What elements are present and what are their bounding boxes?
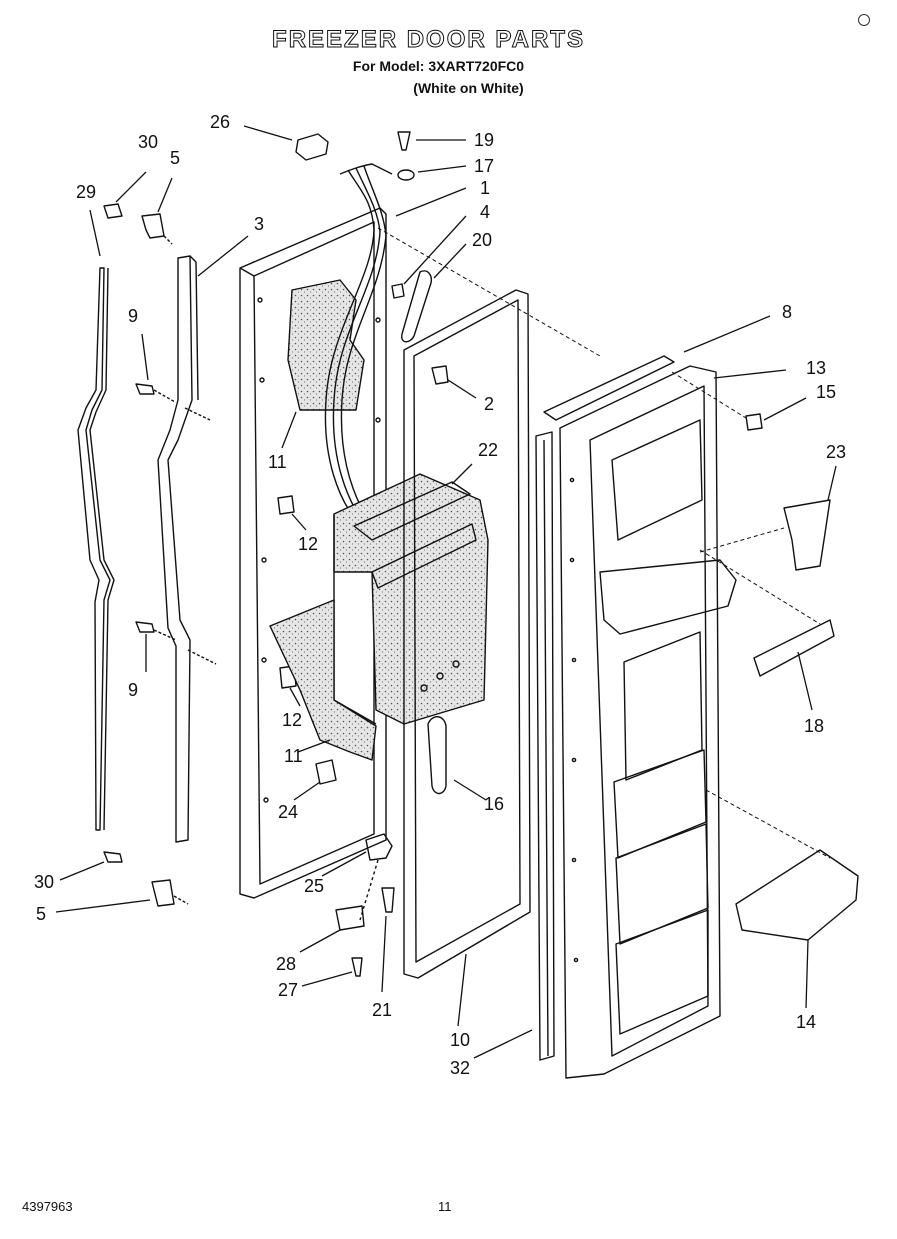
connector-part [295,133,329,161]
page-title: FREEZER DOOR PARTS [272,26,585,54]
callout-label: 11 [284,746,303,766]
callout-label: 16 [484,794,505,814]
callout-label: 15 [816,382,837,402]
callout-label: 11 [268,452,287,472]
model-line: For Model: 3XART720FC0 [352,58,525,74]
tube-16 [427,716,447,795]
callout-label: 29 [76,182,97,202]
hinge-cap-bottom [103,851,189,907]
door-trim-part [157,255,217,843]
page-number: 11 [438,1199,452,1214]
callout-label: 20 [472,230,493,250]
callout-label: 27 [278,980,299,1000]
screw-27 [351,957,363,977]
callout-label: 12 [298,534,319,554]
callout-label: 14 [796,1012,817,1032]
variant-line: (White on White) [413,80,524,96]
callout-label: 10 [450,1030,471,1050]
callout-label: 4 [480,202,491,222]
callout-label: 32 [450,1058,471,1078]
screw-9-top [135,383,176,403]
callout-label: 3 [254,214,265,234]
screw-9-bottom [135,621,177,641]
screw-21 [381,887,395,913]
ring-terminal-17 [397,169,415,181]
dispenser-housing [333,473,489,725]
corner-hole-mark [858,14,870,26]
wire-harness [324,163,393,521]
clip-2 [431,365,449,385]
clip-12-top [277,495,295,515]
fastener-4 [391,283,405,299]
callout-label: 23 [826,442,847,462]
callout-label: 9 [128,680,139,700]
callout-label: 2 [484,394,495,414]
callout-label: 21 [372,1000,393,1020]
callout-label: 5 [36,904,47,924]
shelf-bin-14 [735,849,859,941]
hinge-25 [365,833,393,861]
callout-label: 28 [276,954,297,974]
door-gasket-32 [535,431,555,1061]
inner-door-liner [559,365,737,1079]
callout-label: 26 [210,112,231,132]
callout-label: 13 [806,358,827,378]
callout-label: 22 [478,440,499,460]
callout-label: 19 [474,130,495,150]
callout-label: 5 [170,148,181,168]
tube-20 [401,270,432,343]
insulation-lower [269,599,377,761]
callout-label: 30 [138,132,159,152]
callout-label: 17 [474,156,495,176]
document-number: 4397963 [22,1199,73,1214]
callout-label: 8 [782,302,793,322]
callout-label: 25 [304,876,325,896]
trim-18 [753,619,835,677]
hinge-cap-top [103,203,173,245]
callout-label: 24 [278,802,299,822]
bracket-24 [315,759,337,785]
callout-label: 18 [804,716,825,736]
hinge-block-28 [335,905,365,931]
trim-strip-8 [543,355,675,421]
callout-label: 12 [282,710,303,730]
screw-19 [397,131,411,151]
gasket-strip-part [77,267,115,831]
chute-23 [783,499,831,571]
callout-label: 30 [34,872,55,892]
screw-15 [745,413,763,431]
callout-label: 1 [480,178,491,198]
door-liner-frame [403,289,531,979]
callout-label: 9 [128,306,139,326]
